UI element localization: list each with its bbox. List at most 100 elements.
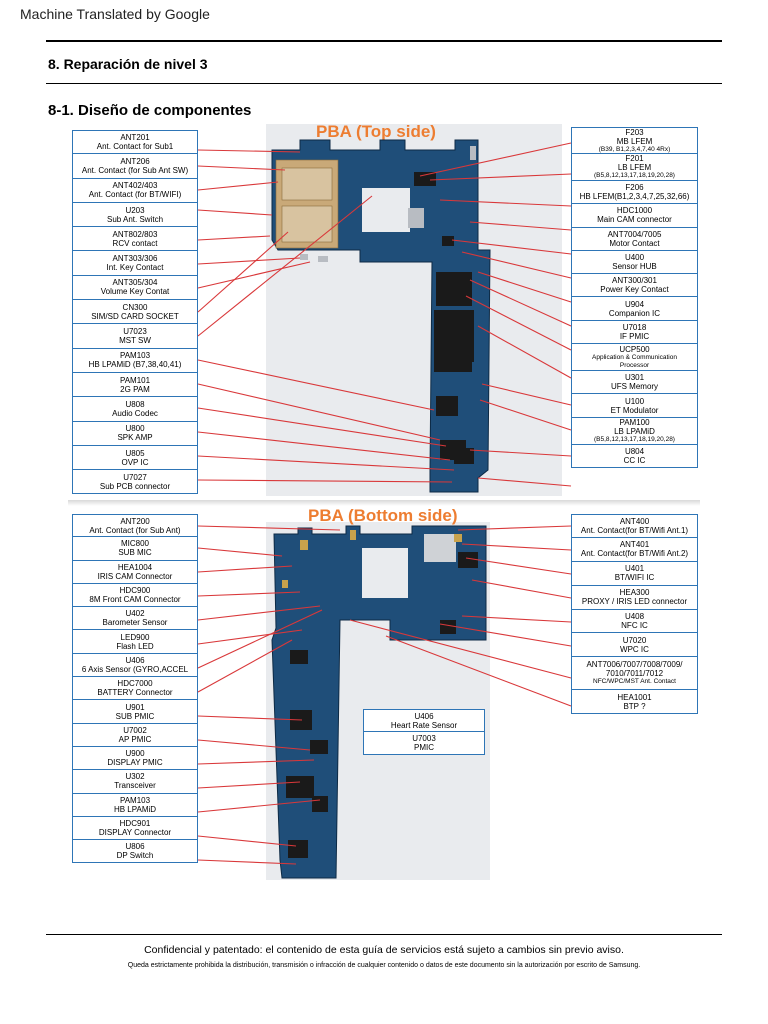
component-label-line: U400 [624, 253, 645, 263]
leader-line [197, 781, 301, 789]
leader-line [197, 859, 297, 865]
component-label-line: ANT305/304 [112, 278, 158, 288]
component-label-line: BATTERY Connector [97, 688, 173, 698]
header-rule [46, 40, 722, 42]
component-label-line: Motor Contact [609, 238, 660, 248]
component-label-line: 6 Axis Sensor (GYRO,ACCEL [81, 664, 189, 674]
component-label-line: Audio Codec [112, 408, 158, 418]
component-label-line: HEA1004 [117, 562, 153, 572]
leader-line [197, 759, 315, 765]
component-label-line: ANT7004/7005 [607, 229, 662, 239]
component-label-line: Ant. Contact for Sub1 [96, 142, 174, 152]
component-label-line: PAM103 [119, 351, 151, 361]
leader-line [197, 591, 301, 597]
component-label-line: UFS Memory [610, 382, 659, 392]
component-label-line: Heart Rate Sensor [390, 720, 458, 730]
leader-line [197, 181, 279, 191]
component-label-line: U402 [125, 609, 145, 619]
component-label-line: U900 [125, 749, 145, 759]
component-label-line: HB LFEM(B1,2,3,4,7,25,32,66) [579, 192, 690, 202]
component-label-line: Processor [619, 361, 650, 369]
leader-line [197, 149, 301, 153]
component-label-line: Transceiver [114, 781, 156, 791]
component-label-line: U806 [125, 842, 145, 852]
component-label-line: ANT206 [120, 156, 150, 166]
leader-line [197, 383, 441, 441]
component-label-line: 7010/7011/7012 [605, 669, 664, 679]
component-label-line: U804 [624, 446, 645, 456]
component-label-line: 8M Front CAM Connector [89, 595, 181, 605]
leader-line [461, 543, 572, 551]
component-label-line: MB LFEM [616, 136, 653, 146]
leader-line [197, 739, 311, 751]
component-label-line: Ant. Contact (for Sub Ant) [89, 525, 181, 535]
leader-line [197, 799, 321, 813]
leader-line [197, 209, 273, 216]
component-label-line: F206 [625, 183, 644, 193]
component-label-line: (B39, B1,2,3,4,7,40 4Rx) [598, 145, 671, 153]
component-label-line: Companion IC [608, 308, 661, 318]
component-label-line: PMIC [414, 743, 434, 752]
footer-rule [46, 934, 722, 935]
leader-line [197, 231, 289, 313]
leader-line [197, 609, 323, 669]
component-label-line: DISPLAY PMIC [107, 758, 163, 768]
component-label-line: Volume Key Contat [100, 287, 170, 297]
component-label-line: F203 [625, 127, 644, 137]
top-pcb-chips [362, 172, 474, 464]
component-label-line: PROXY / IRIS LED connector [581, 597, 688, 607]
component-label-line: ANT401 [619, 540, 650, 550]
component-label-line: LED900 [120, 632, 150, 642]
component-label-line: ANT201 [120, 133, 150, 143]
component-label-line: U401 [624, 564, 645, 574]
component-label-line: BT/WIFI IC [614, 573, 655, 583]
component-label-line: U7003 [412, 734, 436, 743]
leader-line [197, 359, 435, 411]
component-label-line: IRIS CAM Connector [97, 571, 173, 581]
component-label-line: HB LPAMiD (B7,38,40,41) [88, 360, 182, 370]
leader-line [197, 605, 321, 621]
component-label-line: NFC IC [621, 621, 648, 630]
component-label-line: Flash LED [116, 641, 154, 651]
component-label-line: SPK AMP [117, 433, 153, 443]
component-label-line: HDC7000 [117, 679, 153, 689]
component-label-line: U7020 [622, 635, 647, 645]
leader-line [385, 635, 572, 707]
component-label-line: F201 [625, 154, 644, 163]
component-label-line: U800 [125, 424, 145, 434]
leader-line [451, 239, 572, 255]
component-label-line: U808 [125, 399, 145, 409]
component-label-line: Barometer Sensor [102, 618, 168, 628]
component-label-line: U7023 [123, 327, 147, 337]
leader-line [477, 325, 572, 379]
